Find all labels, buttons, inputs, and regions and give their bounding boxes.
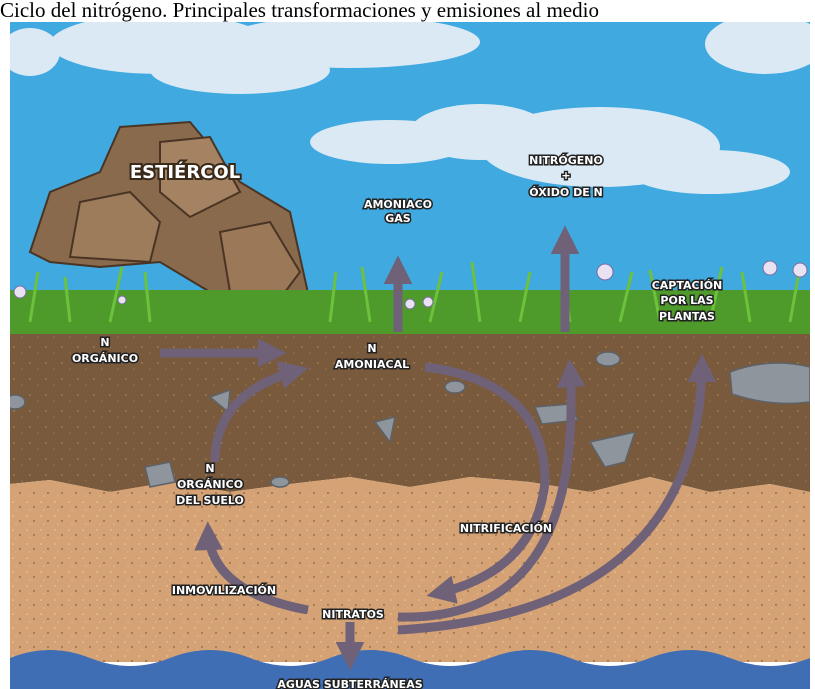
flowers: [13, 260, 808, 310]
label-nitrogen-oxide-line2: +: [561, 169, 570, 182]
arrow-plant-uptake: [397, 353, 717, 635]
label-nitrification: NITRIFICACIÓN: [460, 522, 552, 535]
label-immobilization: INMOVILIZACIÓN: [172, 584, 276, 597]
label-soil-organic-n-line1: N: [205, 462, 214, 475]
label-nitrates: NITRATOS: [322, 608, 384, 621]
arrow-nitrification: [424, 362, 550, 604]
label-ammoniacal-n-line2: AMONIACAL: [335, 358, 409, 371]
groundwater: [10, 650, 810, 689]
label-ammoniacal-n-line1: N: [367, 342, 376, 355]
label-soil-organic-n-line2: ORGÁNICO: [177, 478, 243, 491]
label-soil-organic-n-line3: DEL SUELO: [176, 494, 244, 507]
grass-blades: [28, 261, 802, 323]
subsoil-texture: [10, 492, 810, 662]
label-organic-n-line1: N: [100, 336, 109, 349]
manure-pile: [28, 120, 312, 324]
label-nitrogen-oxide-line3: ÓXIDO DE N: [529, 186, 603, 199]
arrow-nitrates-to-nitrogen-oxide: [397, 358, 586, 622]
label-nitrogen-oxide-line1: NITRÓGENO: [529, 154, 603, 167]
label-groundwater: AGUAS SUBTERRÁNEAS: [277, 678, 422, 689]
label-organic-n-line2: ORGÁNICO: [72, 352, 138, 365]
grass: [10, 290, 810, 335]
page-title: Ciclo del nitrógeno. Principales transfo…: [0, 0, 599, 22]
clouds: [10, 22, 810, 194]
process-arrows: [160, 225, 717, 671]
label-plant-uptake-line2: POR LAS: [660, 294, 713, 307]
label-plant-uptake-line3: PLANTAS: [659, 310, 715, 323]
label-ammonia-gas-line2: GAS: [385, 212, 411, 225]
label-manure: ESTIÉRCOL: [130, 161, 240, 183]
arrow-immobilization: [194, 521, 309, 615]
nitrogen-cycle-scene: ESTIÉRCOL AMONIACO GAS NITRÓGENO + ÓXIDO…: [10, 22, 810, 689]
label-plant-uptake-line1: CAPTACIÓN: [652, 279, 723, 292]
arrow-soil-organic-to-ammoniacal: [210, 361, 309, 463]
stones: [10, 351, 810, 488]
label-ammonia-gas-line1: AMONIACO: [364, 198, 432, 211]
